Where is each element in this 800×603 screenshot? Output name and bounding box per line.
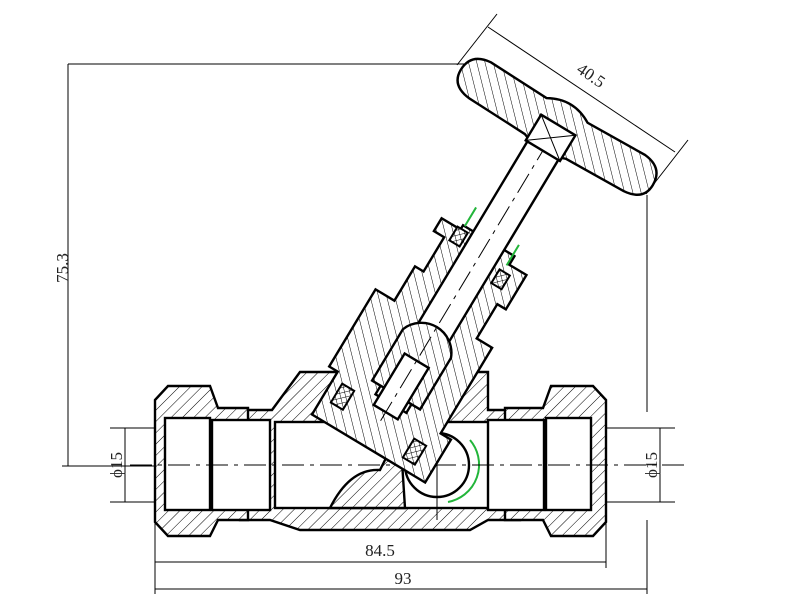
dimension-lines <box>62 13 689 594</box>
dimension-right-diameter: ϕ15 <box>642 452 661 478</box>
dimension-total-height: 75.3 <box>53 253 72 283</box>
valve-body <box>130 370 690 538</box>
dimension-inner-length: 84.5 <box>365 541 395 560</box>
valve-stem-assembly <box>310 57 658 485</box>
dimension-left-diameter: ϕ15 <box>107 452 126 478</box>
dimension-overall-length: 93 <box>395 569 412 588</box>
dimension-handle-width: 40.5 <box>573 59 608 91</box>
